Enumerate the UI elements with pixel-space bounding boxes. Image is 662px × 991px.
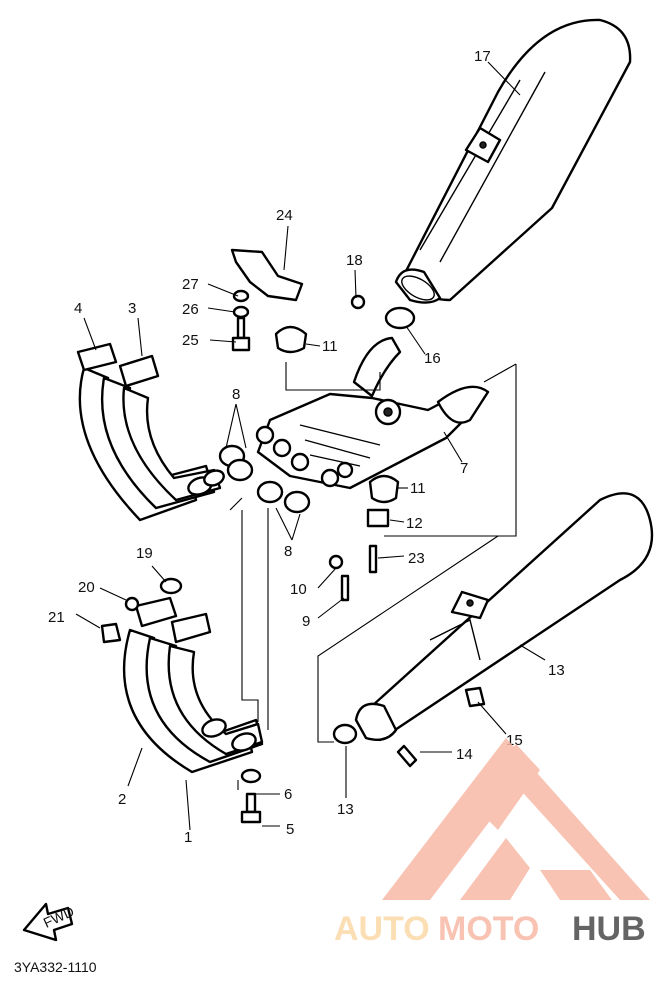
callout-2: 2 [118, 791, 126, 808]
callout-6: 6 [284, 786, 292, 803]
small-parts [100, 248, 486, 824]
gasket-6 [240, 768, 262, 784]
callout-11-lower: 11 [410, 480, 426, 497]
callout-22: 21 [48, 609, 65, 626]
muffler-17 [394, 18, 632, 304]
washer-26 [232, 305, 250, 319]
callout-4: 4 [74, 300, 82, 317]
leader-lines [75, 61, 546, 831]
callout-8-upper: 8 [232, 386, 240, 403]
watermark-text-auto: AUTO [334, 910, 430, 948]
callout-17: 17 [474, 48, 491, 65]
exhaust-pipes-3-4 [76, 342, 225, 522]
bracket-24 [230, 248, 304, 302]
callout-23: 23 [408, 550, 425, 567]
callout-3: 3 [128, 300, 136, 317]
watermark-logo: AUTO MOTO HUB [334, 738, 650, 948]
stud-21 [124, 596, 140, 612]
callout-19: 18 [346, 252, 363, 269]
callout-24: 24 [276, 207, 293, 224]
fwd-arrow: FWD [22, 902, 76, 942]
bolt-25 [236, 316, 246, 340]
muffler-13 [354, 492, 654, 742]
gasket-20 [159, 577, 183, 595]
callout-7: 7 [460, 460, 468, 477]
callout-26: 26 [182, 301, 199, 318]
bolt-19 [350, 294, 366, 310]
watermark-text-hub: HUB [572, 910, 646, 948]
bolt-5 [245, 792, 257, 814]
callout-5: 5 [286, 821, 294, 838]
callout-11-upper: 11 [322, 338, 338, 355]
collector-7 [255, 336, 490, 490]
callout-9: 9 [302, 613, 310, 630]
exhaust-pipes-1-2 [122, 596, 264, 774]
callout-15: 14 [456, 746, 473, 763]
washer-27 [232, 289, 250, 303]
watermark-text-moto: MOTO [438, 910, 539, 948]
callout-13: 13 [548, 662, 565, 679]
nut-22 [100, 622, 122, 644]
callout-25: 25 [182, 332, 199, 349]
callout-21: 20 [78, 579, 95, 596]
nut-10 [328, 554, 344, 570]
grommet-11-upper [274, 325, 308, 354]
grommet-11-lower [368, 474, 400, 504]
callout-20: 19 [136, 545, 153, 562]
callout-8-lower: 8 [284, 543, 292, 560]
callout-numbers: 17 24 18 27 26 25 11 16 4 3 8 7 11 12 8 … [48, 48, 565, 838]
bolt-15 [396, 744, 418, 768]
callout-14-visible: 13 [337, 801, 354, 818]
callout-18: 16 [424, 350, 441, 367]
nut-16 [464, 686, 486, 708]
gasket-14 [332, 723, 358, 745]
bolt-9 [340, 574, 350, 602]
callout-12: 12 [406, 515, 423, 532]
callout-10: 10 [290, 581, 307, 598]
collar-12 [366, 508, 390, 528]
gasket-18 [384, 306, 416, 330]
bolt-23 [368, 544, 378, 574]
catalog-code: 3YA332-1110 [14, 959, 97, 975]
callout-1: 1 [184, 829, 192, 846]
callout-27: 27 [182, 276, 199, 293]
